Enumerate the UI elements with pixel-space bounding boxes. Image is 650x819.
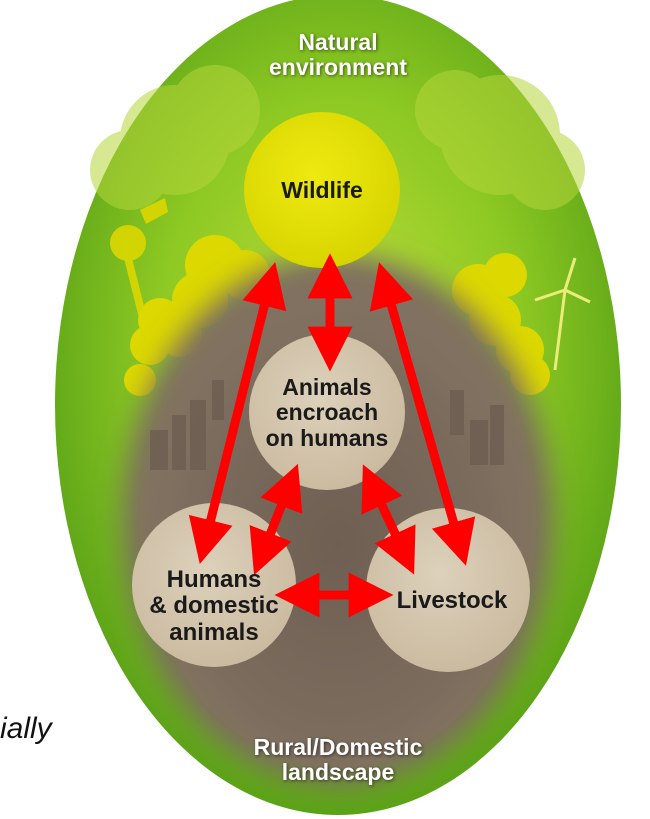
rural-domestic-label: Rural/Domestic landscape [218,735,458,786]
animals-encroach-label: Animals encroach on humans [247,375,407,451]
livestock-label: Livestock [382,588,522,614]
wildlife-label: Wildlife [252,178,392,203]
humans-domestic-label: Humans & domestic animals [122,567,306,646]
natural-environment-label: Natural environment [248,30,428,81]
cropped-text-fragment: ially [0,712,52,746]
